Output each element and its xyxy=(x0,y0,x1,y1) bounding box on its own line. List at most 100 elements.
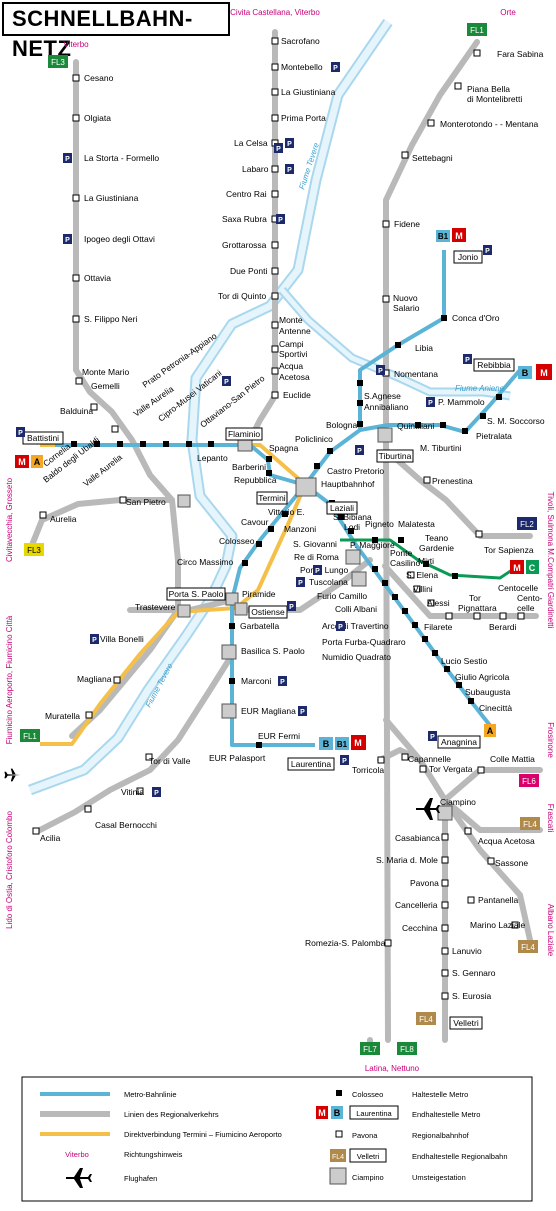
station-label: Aurelia xyxy=(50,514,77,524)
svg-text:P: P xyxy=(280,679,285,686)
dir-albano: Albano Laziale xyxy=(546,904,555,957)
svg-text:P: P xyxy=(289,604,294,611)
station-label: Montebello xyxy=(281,62,323,72)
station-label: Spagna xyxy=(269,443,299,453)
dir-civitavecchia: Civitavecchia, Grosseto xyxy=(5,477,14,562)
dir-lido: Lido di Ostia, Cristoforo Colombo xyxy=(5,811,14,929)
station-label: Cavour xyxy=(241,517,269,527)
station-label: Colosseo xyxy=(219,536,255,546)
dir-tivoli: Tivoli, Sulmona M.Compatri Giardinetti xyxy=(546,492,555,629)
station-label: Marconi xyxy=(241,676,271,686)
svg-text:P: P xyxy=(333,65,338,72)
dir-orte: Orte xyxy=(500,8,516,17)
station-label: Filarete xyxy=(424,622,453,632)
station-label: Monte Mario xyxy=(82,367,130,377)
station-label: Gemelli xyxy=(91,381,120,391)
station-label: Piramide xyxy=(242,589,276,599)
svg-text:B1: B1 xyxy=(438,232,449,241)
station-label: Cesano xyxy=(84,73,114,83)
metro-line-b1-badge-laurentina: B1 xyxy=(335,737,349,750)
legend-metro-end-box xyxy=(349,1105,399,1120)
station-label: Lepanto xyxy=(197,453,228,463)
station-label: celle xyxy=(517,603,535,613)
station-label: Centocelle xyxy=(498,583,538,593)
legend-airport-sym-label: Flughafen xyxy=(124,1174,157,1183)
station-label: Libia xyxy=(415,343,433,353)
station-label: Casal Bernocchi xyxy=(95,820,157,830)
parking-icon: P xyxy=(426,397,435,407)
svg-text:P: P xyxy=(430,734,435,741)
svg-text:Laziali: Laziali xyxy=(330,503,354,513)
metro-line-b-badge-rebibbia: B xyxy=(518,366,532,379)
metro-m-icon-rebibbia: M xyxy=(536,364,552,380)
legend-metro-b-badge xyxy=(331,1106,343,1119)
station-label: EUR Palasport xyxy=(209,753,266,763)
svg-text:P: P xyxy=(338,624,343,631)
interchange-stations xyxy=(177,427,453,821)
station-label: Villa Bonelli xyxy=(100,634,144,644)
legend-regional-stop-sample: Pavona xyxy=(352,1131,378,1140)
parking-icon: P xyxy=(278,676,287,686)
fl3-left-badge: FL3 xyxy=(24,543,44,556)
parking-icon: P xyxy=(463,354,472,364)
legend-metro-stop-label: Haltestelle Metro xyxy=(412,1090,468,1099)
station-label: Fidene xyxy=(394,219,420,229)
svg-text:P: P xyxy=(315,568,320,575)
station-label: Castro Pretorio xyxy=(327,466,384,476)
station-label: La Storta - Formello xyxy=(84,153,159,163)
legend-regional-end-label: Endhaltestelle Regionalbahn xyxy=(412,1152,508,1161)
station-label: Romezia-S. Palomba xyxy=(305,938,386,948)
svg-text:P: P xyxy=(465,357,470,364)
station-label: Nuovo xyxy=(393,293,418,303)
station-label: Settebagni xyxy=(412,153,453,163)
station-label: Malatesta xyxy=(398,519,435,529)
fl7-bottom-badge: FL7 xyxy=(360,1042,380,1055)
station-label: P. Mammolo xyxy=(438,397,485,407)
station-label: Euclide xyxy=(283,390,311,400)
svg-text:A: A xyxy=(487,726,494,736)
station-label: Saxa Rubra xyxy=(222,214,267,224)
station-label: Ottavia xyxy=(84,273,111,283)
svg-text:FL8: FL8 xyxy=(400,1045,414,1054)
station-label: S. Maria d. Mole xyxy=(376,855,438,865)
svg-text:FL7: FL7 xyxy=(363,1045,377,1054)
svg-text:P: P xyxy=(224,379,229,386)
svg-text:Ostiense: Ostiense xyxy=(251,607,285,617)
station-label: Policlinico xyxy=(295,434,333,444)
legend-direction-sample: Viterbo xyxy=(65,1150,89,1159)
station-label: S.Agnese xyxy=(364,391,401,401)
svg-text:Termini: Termini xyxy=(258,493,286,503)
metro-line-c xyxy=(340,538,516,580)
legend-fl4-badge xyxy=(330,1149,346,1162)
legend-metro-end-label: Endhaltestelle Metro xyxy=(412,1110,480,1119)
station-label: Repubblica xyxy=(234,475,277,485)
svg-text:P: P xyxy=(65,237,70,244)
parking-icon: P xyxy=(340,755,349,765)
svg-text:FL1: FL1 xyxy=(470,26,484,35)
fl1-left-badge: FL1 xyxy=(20,729,40,742)
fl1-top-badge: FL1 xyxy=(467,23,487,36)
station-label: Teano xyxy=(425,533,448,543)
station-label: S. Elena xyxy=(406,570,438,580)
station-label: Re di Roma xyxy=(294,552,339,562)
regional-lines xyxy=(27,29,543,1052)
svg-text:FL4: FL4 xyxy=(523,820,537,829)
airplane-icon-fiumicino xyxy=(4,768,21,782)
legend-direction-label: Richtungshinweis xyxy=(124,1150,183,1159)
station-label: Ipogeo degli Ottavi xyxy=(84,234,155,244)
station-label: Monterotondo - - Mentana xyxy=(440,119,539,129)
dir-frosinone: Frosinone xyxy=(546,722,555,758)
parking-icon: P xyxy=(428,731,437,741)
station-label: Campi xyxy=(279,339,304,349)
station-label: Tor Sapienza xyxy=(484,545,534,555)
svg-text:P: P xyxy=(65,156,70,163)
svg-text:B: B xyxy=(334,1108,341,1118)
station-label: Muratella xyxy=(45,711,80,721)
terminal-box-termini: Termini xyxy=(256,491,288,505)
station-label: Cancelleria xyxy=(395,900,438,910)
terminal-box-battistini: Battistini xyxy=(22,431,64,445)
metro-m-icon-jonio: M xyxy=(452,228,466,242)
station-label: Grottarossa xyxy=(222,240,267,250)
